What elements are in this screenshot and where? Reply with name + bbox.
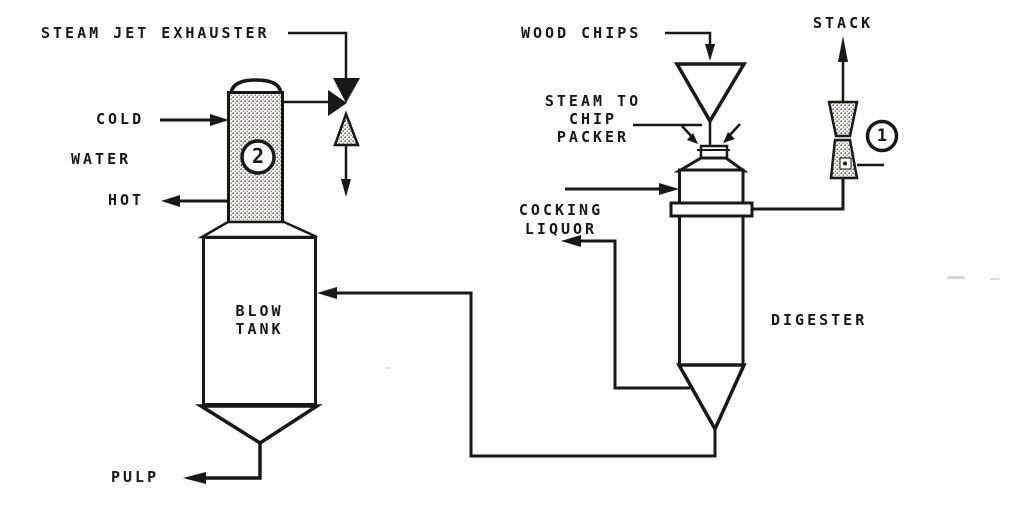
digester-feed-arrowhead-icon xyxy=(659,183,679,195)
blow-line-arrowhead-icon xyxy=(317,287,337,299)
blow-tank-shoulder xyxy=(197,220,318,239)
instrument-2-label: 2 xyxy=(251,144,265,168)
pulp-arrowhead-icon xyxy=(183,472,206,484)
blow-tank-label-line1: BLOW xyxy=(235,302,284,320)
blow-tank-label: BLOW TANK xyxy=(203,302,316,338)
hot-label: HOT xyxy=(108,191,145,209)
hot-water-arrowhead-icon xyxy=(161,195,180,207)
digester-neck xyxy=(699,144,729,160)
chip-hopper-icon xyxy=(673,62,748,125)
cooking-liquor-line xyxy=(580,239,690,390)
ejector-outlet-arrowhead-icon xyxy=(341,179,351,197)
pulp-outlet-line xyxy=(205,441,262,480)
wood-chips-arrowhead-icon xyxy=(705,44,715,61)
steam-to-chip-packer-line2: CHIP xyxy=(568,110,618,128)
digester-cone xyxy=(676,363,747,433)
chip-packer-right-nozzle xyxy=(728,123,741,137)
scan-speck xyxy=(990,278,1000,280)
stack-arrowhead-icon xyxy=(838,36,848,62)
water-label: WATER xyxy=(71,150,132,168)
blow-tank-cone xyxy=(194,404,323,446)
chip-packer-right-arrowhead-icon xyxy=(723,132,735,143)
stack-label: STACK xyxy=(813,14,874,32)
ejector-diffuser-icon xyxy=(333,110,360,147)
scan-speck xyxy=(947,276,965,279)
cold-label: COLD xyxy=(96,110,145,128)
steam-to-chip-packer-label: STEAM TO CHIP PACKER xyxy=(518,92,668,146)
cooking-liquor-arrowhead-icon xyxy=(561,235,581,247)
blow-tank-label-line2: TANK xyxy=(235,320,284,338)
venturi-tap-dot-icon xyxy=(843,161,847,166)
ejector-side-nozzle-icon xyxy=(328,90,347,116)
wood-chips-label: WOOD CHIPS xyxy=(521,24,642,42)
wood-chips-line xyxy=(665,31,712,46)
instrument-2-circle xyxy=(240,139,276,175)
instrument-1-circle xyxy=(865,119,899,153)
ejector-top-nozzle-icon xyxy=(333,78,360,103)
digester-label: DIGESTER xyxy=(771,311,868,329)
steam-jet-exhauster-line xyxy=(288,31,348,78)
scan-speck xyxy=(386,367,390,369)
relief-gas-line xyxy=(751,178,845,211)
digester-band xyxy=(669,201,754,218)
cooking-liquor-line1: COCKING xyxy=(518,201,604,219)
cold-water-arrowhead-icon xyxy=(210,114,229,126)
pulp-label: PULP xyxy=(111,468,160,486)
chip-packer-left-arrowhead-icon xyxy=(687,133,698,144)
instrument-1-label: 1 xyxy=(876,126,888,146)
blow-line xyxy=(335,291,717,458)
steam-to-chip-packer-line3: PACKER xyxy=(556,128,630,146)
venturi-top-icon xyxy=(827,100,859,138)
steam-jet-exhauster-label: STEAM JET EXHAUSTER xyxy=(41,24,270,42)
cooking-liquor-line2: LIQUOR xyxy=(524,220,598,238)
cooking-liquor-label: COCKING LIQUOR xyxy=(511,201,611,239)
steam-to-chip-packer-line1: STEAM TO xyxy=(544,92,642,110)
digester-body xyxy=(678,168,745,367)
